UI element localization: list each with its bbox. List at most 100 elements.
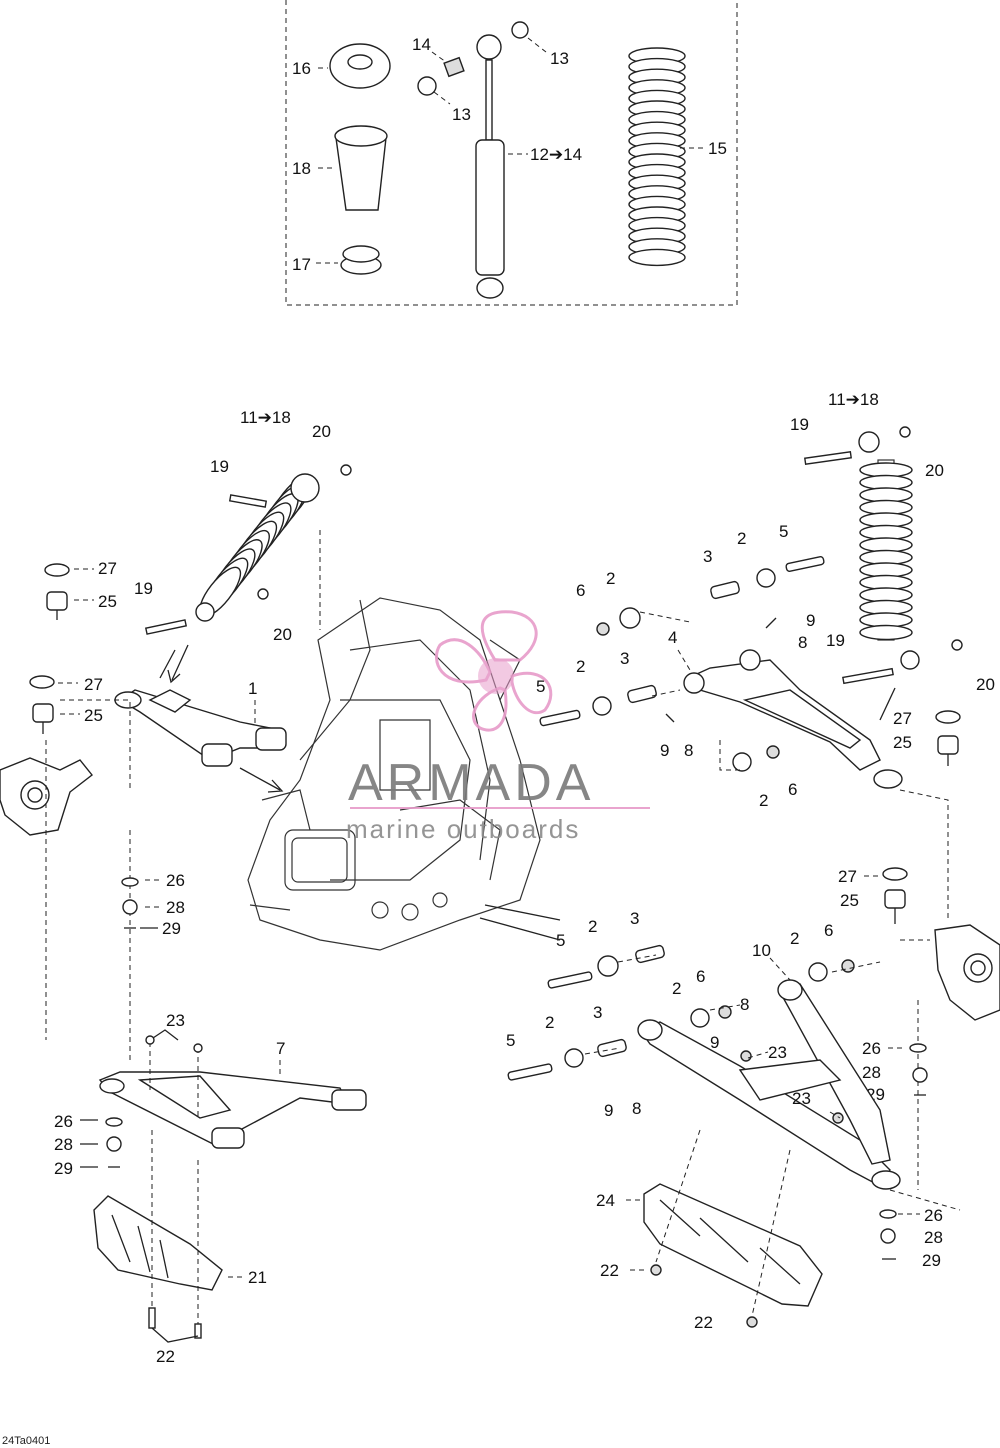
callout-17: 17 (292, 255, 311, 274)
right-upper-hardware (539, 555, 825, 772)
callout-6-right-b: 6 (788, 780, 797, 799)
callout-5-right-d: 5 (506, 1031, 515, 1050)
coil-spring-part (628, 47, 686, 267)
callout-23-left: 23 (166, 1011, 185, 1030)
callout-26-right-a: 26 (862, 1039, 881, 1058)
right-shock-assembly (804, 426, 963, 721)
right-upper-a-arm (683, 649, 903, 789)
callout-26-left-b: 26 (54, 1112, 73, 1131)
left-ball-joint-lower (29, 675, 55, 734)
callout-26-left-a: 26 (166, 871, 185, 890)
callout-9-right-b: 9 (660, 741, 669, 760)
callout-27-left-b: 27 (84, 675, 103, 694)
callout-8-right-a: 8 (798, 633, 807, 652)
left-shock-assembly (144, 464, 352, 679)
callout-14: 14 (412, 35, 431, 54)
callout-11-18-left: 11➔18 (240, 408, 291, 427)
callout-25-right-b: 25 (840, 891, 859, 910)
callout-27-right-b: 27 (838, 867, 857, 886)
callout-28-left-b: 28 (54, 1135, 73, 1154)
left-skid-plate (93, 1195, 223, 1291)
right-skid-plate (643, 1183, 823, 1307)
sleeve-part (334, 125, 388, 211)
callout-8-right-c: 8 (740, 995, 749, 1014)
callout-6-right-a: 6 (576, 581, 585, 600)
shock-absorber-part (417, 21, 529, 299)
callout-22-right-b: 22 (694, 1313, 713, 1332)
right-lower-a-arm (637, 979, 901, 1190)
left-lower-a-arm (98, 1071, 367, 1149)
callout-9-right-c: 9 (710, 1033, 719, 1052)
callout-3-right-c: 3 (630, 909, 639, 928)
watermark-brand: ARMADA (348, 754, 594, 812)
callout-2-right-h: 2 (545, 1013, 554, 1032)
right-steering-knuckle (934, 924, 1000, 1021)
callout-1: 1 (248, 679, 257, 698)
callout-22-right-a: 22 (600, 1261, 619, 1280)
callout-13-upper: 13 (550, 49, 569, 68)
spring-seat-part (329, 43, 391, 89)
callout-21: 21 (248, 1268, 267, 1287)
callout-19-right-bottom: 19 (826, 631, 845, 650)
callout-3-right-b: 3 (620, 649, 629, 668)
callout-2-right-e: 2 (588, 917, 597, 936)
callout-2-right-d: 2 (759, 791, 768, 810)
callout-25-left-b: 25 (84, 706, 103, 725)
callout-16: 16 (292, 59, 311, 78)
callout-12-14: 12➔14 (530, 145, 582, 164)
callout-20-right-top: 20 (925, 461, 944, 480)
shock-detail-inset: 16 18 17 14 13 13 12➔14 (285, 0, 738, 306)
callout-25-right-a: 25 (893, 733, 912, 752)
bushing-part (340, 245, 382, 275)
callout-29-left-b: 29 (54, 1159, 73, 1178)
callout-2-right-b: 2 (737, 529, 746, 548)
callout-23-right-a: 23 (768, 1043, 787, 1062)
callout-13-lower: 13 (452, 105, 471, 124)
callout-19-left-bottom: 19 (134, 579, 153, 598)
right-ball-joint-lower (882, 867, 908, 924)
callout-20-right-bottom: 20 (976, 675, 995, 694)
left-upper-a-arm (114, 689, 287, 767)
callout-27-left-a: 27 (98, 559, 117, 578)
armada-watermark: ARMADA marine outboards (346, 610, 650, 844)
callout-8-right-b: 8 (684, 741, 693, 760)
callout-18: 18 (292, 159, 311, 178)
callout-3-right-a: 3 (703, 547, 712, 566)
callout-2-right-a: 2 (606, 569, 615, 588)
callout-29-right-b: 29 (922, 1251, 941, 1270)
callout-20-left-bottom: 20 (273, 625, 292, 644)
left-ball-joint-upper (44, 563, 70, 620)
callout-2-right-g: 2 (672, 979, 681, 998)
callout-4: 4 (668, 628, 677, 647)
callout-23-right-b: 23 (792, 1089, 811, 1108)
callout-28-right-a: 28 (862, 1063, 881, 1082)
callout-22-left: 22 (156, 1347, 175, 1366)
callout-26-right-b: 26 (924, 1206, 943, 1225)
callout-2-right-c: 2 (576, 657, 585, 676)
callout-11-18-right: 11➔18 (828, 390, 879, 409)
callout-19-left-top: 19 (210, 457, 229, 476)
callout-5-right-a: 5 (779, 522, 788, 541)
callout-24: 24 (596, 1191, 615, 1210)
callout-9-right-d: 9 (604, 1101, 613, 1120)
callout-27-right-a: 27 (893, 709, 912, 728)
callout-6-right-d: 6 (696, 967, 705, 986)
callout-28-right-b: 28 (924, 1228, 943, 1247)
callout-5-right-b: 5 (536, 677, 545, 696)
callout-2-right-f: 2 (790, 929, 799, 948)
callout-10: 10 (752, 941, 771, 960)
callout-6-right-c: 6 (824, 921, 833, 940)
callout-5-right-c: 5 (556, 931, 565, 950)
vehicle-frame (247, 597, 541, 951)
callout-29-left-a: 29 (162, 919, 181, 938)
callout-8-right-d: 8 (632, 1099, 641, 1118)
callout-19-right-top: 19 (790, 415, 809, 434)
callout-3-right-d: 3 (593, 1003, 602, 1022)
callout-7: 7 (276, 1039, 285, 1058)
callout-25-left-a: 25 (98, 592, 117, 611)
propeller-logo (435, 610, 553, 732)
reference-code: 24Ta0401 (2, 1435, 50, 1447)
watermark-tagline: marine outboards (346, 814, 580, 844)
callout-28-left-a: 28 (166, 898, 185, 917)
